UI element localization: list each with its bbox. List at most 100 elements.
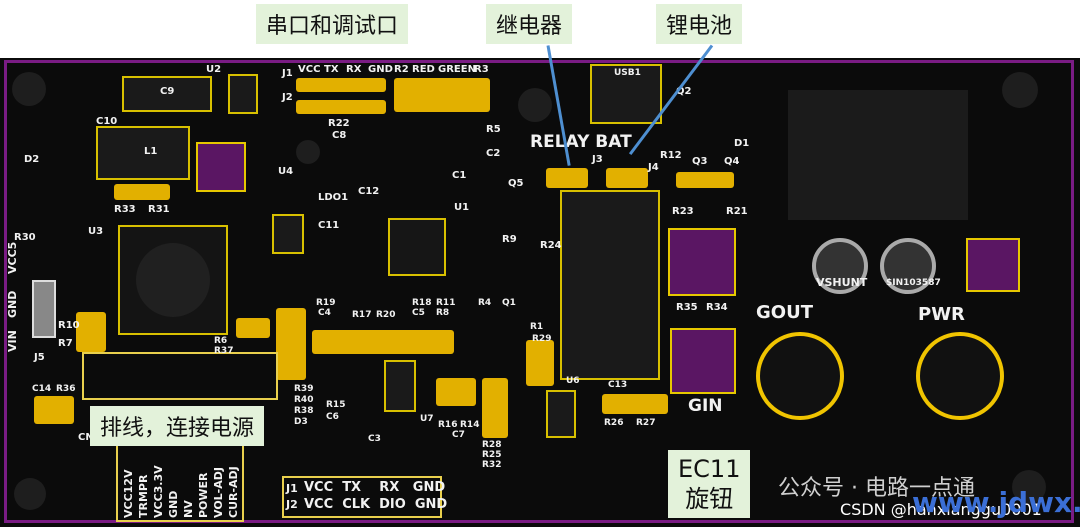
callout-power-ribbon: 排线，连接电源 xyxy=(90,406,265,446)
label-r38: R38 xyxy=(294,406,314,416)
label-gin: GIN xyxy=(688,396,723,416)
label-c11: C11 xyxy=(318,220,340,231)
label-green: GREEN xyxy=(438,64,476,75)
label-r22: R22 xyxy=(328,118,350,129)
label-r6: R6 xyxy=(214,336,228,346)
label-j5: J5 xyxy=(34,352,45,363)
label-u1: U1 xyxy=(454,202,470,213)
watermark-csdn: CSDN @hanxianggu0001 xyxy=(840,500,1042,519)
label-c7: C7 xyxy=(452,430,465,440)
ribbon-connector-outline xyxy=(82,352,278,400)
label-c3: C3 xyxy=(368,434,381,444)
label-usb1: USB1 xyxy=(614,68,641,78)
label-r29: R29 xyxy=(532,334,552,344)
callout-ec11-line1: EC11 xyxy=(678,455,741,483)
label-r21: R21 xyxy=(726,206,748,217)
label-r7: R7 xyxy=(58,338,73,349)
label-d1: D1 xyxy=(734,138,750,149)
label-r16: R16 xyxy=(438,420,458,430)
label-pwr: PWR xyxy=(918,304,965,325)
label-c14: C14 xyxy=(32,384,52,394)
label-j1-bottom: J1 xyxy=(286,482,298,495)
label-j1: J1 xyxy=(282,68,293,79)
pin-label: NV xyxy=(182,500,195,518)
label-u2: U2 xyxy=(206,64,222,75)
header-label-box xyxy=(282,476,442,518)
label-rx: RX xyxy=(346,64,362,75)
label-d2: D2 xyxy=(24,154,40,165)
label-r30: R30 xyxy=(14,232,36,243)
gout-terminal xyxy=(756,332,844,420)
label-r12: R12 xyxy=(660,150,682,161)
pin-label: POWER xyxy=(197,472,210,518)
label-r1: R1 xyxy=(530,322,544,332)
label-r11: R11 xyxy=(436,298,456,308)
label-gout: GOUT xyxy=(756,302,813,323)
header-row1: VCC TX RX GND xyxy=(304,480,446,495)
pin-label: TRMPR xyxy=(137,474,150,518)
label-r33: R33 xyxy=(114,204,136,215)
pad-r6 xyxy=(236,318,270,338)
pad-j3 xyxy=(546,168,588,188)
label-r28: R28 xyxy=(482,440,502,450)
label-c5: C5 xyxy=(412,308,425,318)
label-c6: C6 xyxy=(326,412,339,422)
label-r27: R27 xyxy=(636,418,656,428)
pad-r19-row xyxy=(312,330,454,354)
label-vcc5: VCC5 xyxy=(6,241,19,274)
pad-r16 xyxy=(436,378,476,406)
label-r2: R2 xyxy=(394,64,409,75)
label-r9: R9 xyxy=(502,234,517,245)
mounting-hole-tl xyxy=(12,72,46,106)
label-r35: R35 xyxy=(676,302,698,313)
label-red: RED xyxy=(412,64,435,75)
pin-label: VCC3.3V xyxy=(152,465,165,518)
pin-label: GND xyxy=(167,490,180,518)
mcu-chip xyxy=(388,218,446,276)
pad-r28 xyxy=(482,378,508,438)
mounting-hole-mid xyxy=(296,140,320,164)
board-edge xyxy=(4,60,1074,523)
pad-r26 xyxy=(602,394,668,414)
heatsink-pad xyxy=(788,90,968,220)
label-r37: R37 xyxy=(214,346,234,356)
label-j3: J3 xyxy=(592,154,603,165)
mounting-hole-tr xyxy=(1002,72,1038,108)
label-r19: R19 xyxy=(316,298,336,308)
pad-array-l1 xyxy=(196,142,246,192)
label-relay-bat: RELAY BAT xyxy=(530,132,632,152)
u2-chip xyxy=(228,74,258,114)
mounting-hole-bl xyxy=(14,478,46,510)
label-r3: R3 xyxy=(474,64,489,75)
label-r25: R25 xyxy=(482,450,502,460)
label-j2: J2 xyxy=(282,92,293,103)
label-j2-bottom: J2 xyxy=(286,498,298,511)
pad-r39 xyxy=(276,308,306,380)
l1-inductor xyxy=(96,126,190,180)
label-c9: C9 xyxy=(160,86,175,97)
label-c1: C1 xyxy=(452,170,467,181)
pad-row-serial2 xyxy=(296,100,386,114)
label-u6: U6 xyxy=(566,376,580,386)
label-q1: Q1 xyxy=(502,298,516,308)
label-j4: J4 xyxy=(648,162,659,173)
label-c13: C13 xyxy=(608,380,628,390)
inductor-core xyxy=(136,243,210,317)
pad-r29 xyxy=(526,340,554,386)
label-r10: R10 xyxy=(58,320,80,331)
label-sin: $IN103587 xyxy=(886,278,941,288)
pin-label: CUR-ADJ xyxy=(227,466,240,518)
pad-r33 xyxy=(114,184,170,200)
label-r31: R31 xyxy=(148,204,170,215)
pin-labels: VCC12V TRMPR VCC3.3V GND NV POWER VOL-AD… xyxy=(120,444,244,520)
pwr-terminal xyxy=(916,332,1004,420)
label-vcc: VCC xyxy=(298,64,321,75)
pad-r10 xyxy=(76,312,106,352)
label-u3: U3 xyxy=(88,226,104,237)
pad-array-gin xyxy=(670,328,736,394)
label-c10: C10 xyxy=(96,116,118,127)
label-r8: R8 xyxy=(436,308,450,318)
callout-battery: 锂电池 xyxy=(656,4,743,44)
watermark-wechat: 公众号 · 电路一点通 xyxy=(778,476,975,501)
label-q4: Q4 xyxy=(724,156,740,167)
